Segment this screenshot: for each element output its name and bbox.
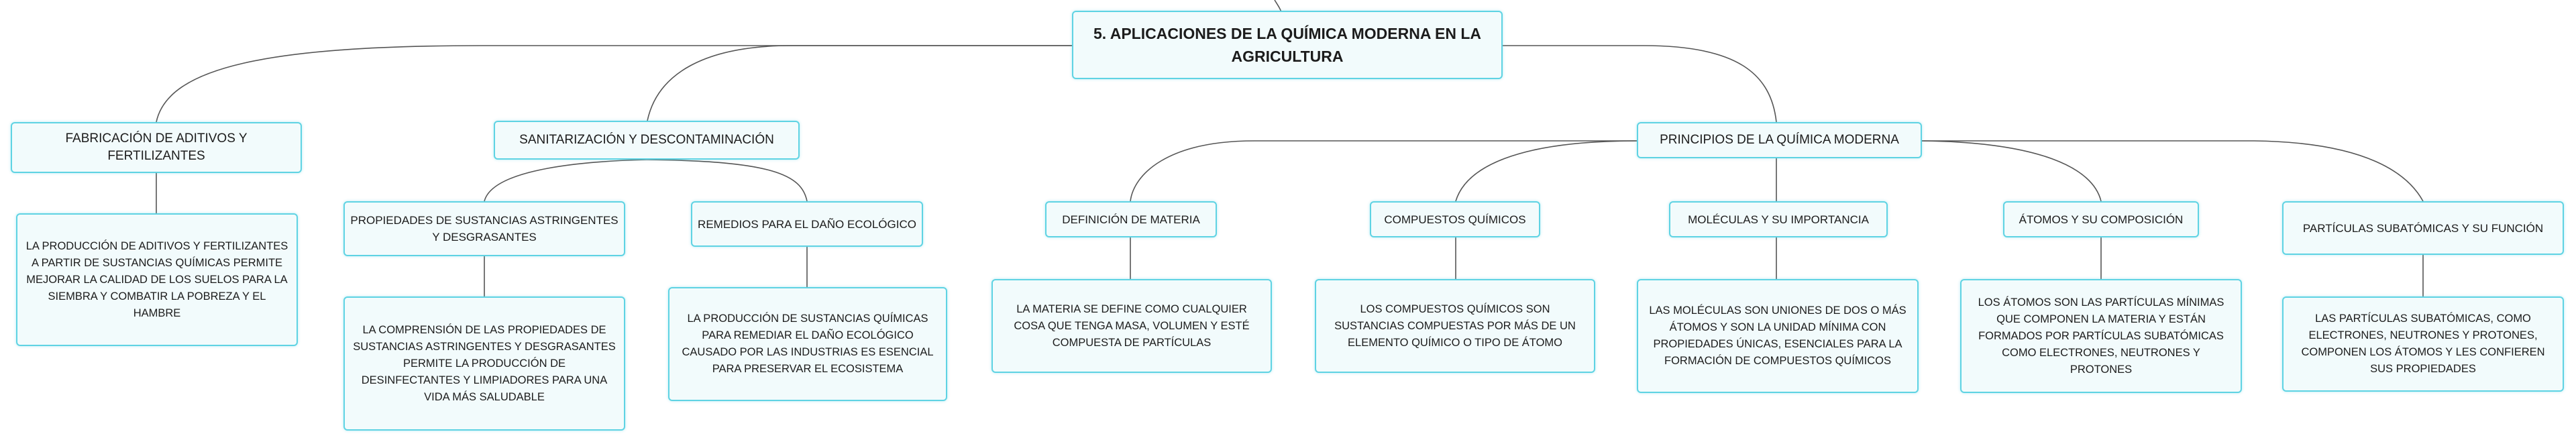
detail-text: LA PRODUCCIÓN DE SUSTANCIAS QUÍMICAS PAR… — [682, 313, 934, 375]
subtopic-moleculas[interactable]: MOLÉCULAS Y SU IMPORTANCIA — [1669, 201, 1888, 237]
detail-atomos[interactable]: LOS ÁTOMOS SON LAS PARTÍCULAS MÍNIMAS QU… — [1960, 279, 2242, 393]
subtopic-atomos[interactable]: ÁTOMOS Y SU COMPOSICIÓN — [2003, 201, 2199, 237]
detail-text: LOS COMPUESTOS QUÍMICOS SON SUSTANCIAS C… — [1334, 302, 1576, 349]
subtopic-label: PROPIEDADES DE SUSTANCIAS ASTRINGENTES Y… — [350, 214, 619, 243]
subtopic-remedios-ecologico[interactable]: REMEDIOS PARA EL DAÑO ECOLÓGICO — [691, 201, 923, 247]
subtopic-label: MOLÉCULAS Y SU IMPORTANCIA — [1688, 213, 1869, 226]
topic-label: FABRICACIÓN DE ADITIVOS Y FERTILIZANTES — [65, 131, 248, 163]
subtopic-label: PARTÍCULAS SUBATÓMICAS Y SU FUNCIÓN — [2302, 221, 2544, 235]
subtopic-propiedades-astringentes[interactable]: PROPIEDADES DE SUSTANCIAS ASTRINGENTES Y… — [343, 201, 625, 256]
root-title: 5. APLICACIONES DE LA QUÍMICA MODERNA EN… — [1093, 25, 1481, 65]
topic-label: SANITARIZACIÓN Y DESCONTAMINACIÓN — [519, 133, 774, 147]
subtopic-label: REMEDIOS PARA EL DAÑO ECOLÓGICO — [698, 217, 916, 231]
subtopic-label: DEFINICIÓN DE MATERIA — [1062, 213, 1200, 226]
subtopic-particulas-subatomicas[interactable]: PARTÍCULAS SUBATÓMICAS Y SU FUNCIÓN — [2282, 201, 2564, 255]
detail-compuestos-quimicos[interactable]: LOS COMPUESTOS QUÍMICOS SON SUSTANCIAS C… — [1315, 279, 1595, 373]
topic-principios-quimica[interactable]: PRINCIPIOS DE LA QUÍMICA MODERNA — [1637, 122, 1922, 158]
detail-text: LOS ÁTOMOS SON LAS PARTÍCULAS MÍNIMAS QU… — [1978, 296, 2224, 376]
detail-text: LAS PARTÍCULAS SUBATÓMICAS, COMO ELECTRO… — [2301, 313, 2545, 375]
connector-principios-particulas — [1922, 140, 2424, 202]
detail-text: LA MATERIA SE DEFINE COMO CUALQUIER COSA… — [1014, 302, 1250, 349]
connector-sanitarizacion-propiedades — [484, 159, 647, 202]
detail-text: LAS MOLÉCULAS SON UNIONES DE DOS O MÁS Á… — [1649, 305, 1907, 367]
connector-sanitarizacion-remedios — [646, 159, 808, 202]
subtopic-definicion-materia[interactable]: DEFINICIÓN DE MATERIA — [1045, 201, 1217, 237]
connector-root-principios — [1503, 45, 1777, 123]
detail-text: LA COMPRENSIÓN DE LAS PROPIEDADES DE SUS… — [353, 323, 616, 403]
detail-definicion-materia[interactable]: LA MATERIA SE DEFINE COMO CUALQUIER COSA… — [991, 279, 1272, 373]
connector-principios-compuestos — [1455, 140, 1638, 202]
detail-particulas-subatomicas[interactable]: LAS PARTÍCULAS SUBATÓMICAS, COMO ELECTRO… — [2282, 296, 2564, 392]
subtopic-label: COMPUESTOS QUÍMICOS — [1384, 213, 1526, 226]
connector-principios-materia — [1130, 140, 1637, 202]
subtopic-compuestos-quimicos[interactable]: COMPUESTOS QUÍMICOS — [1370, 201, 1540, 237]
detail-moleculas[interactable]: LAS MOLÉCULAS SON UNIONES DE DOS O MÁS Á… — [1637, 279, 1919, 393]
topic-sanitarizacion[interactable]: SANITARIZACIÓN Y DESCONTAMINACIÓN — [494, 121, 800, 160]
subtopic-label: ÁTOMOS Y SU COMPOSICIÓN — [2019, 213, 2184, 226]
detail-propiedades-astringentes[interactable]: LA COMPRENSIÓN DE LAS PROPIEDADES DE SUS… — [343, 296, 625, 431]
connector-root-fertilizantes — [156, 45, 1072, 123]
topic-label: PRINCIPIOS DE LA QUÍMICA MODERNA — [1660, 133, 1899, 147]
root-topic[interactable]: 5. APLICACIONES DE LA QUÍMICA MODERNA EN… — [1072, 11, 1503, 79]
detail-text: LA PRODUCCIÓN DE ADITIVOS Y FERTILIZANTE… — [25, 239, 288, 319]
detail-fabricacion-aditivos[interactable]: LA PRODUCCIÓN DE ADITIVOS Y FERTILIZANTE… — [16, 213, 298, 346]
connector-principios-atomos — [1921, 140, 2102, 202]
connector-root-sanitarizacion — [647, 45, 1072, 121]
detail-remedios-ecologico[interactable]: LA PRODUCCIÓN DE SUSTANCIAS QUÍMICAS PAR… — [668, 287, 947, 401]
topic-fabricacion-aditivos[interactable]: FABRICACIÓN DE ADITIVOS Y FERTILIZANTES — [11, 122, 302, 173]
